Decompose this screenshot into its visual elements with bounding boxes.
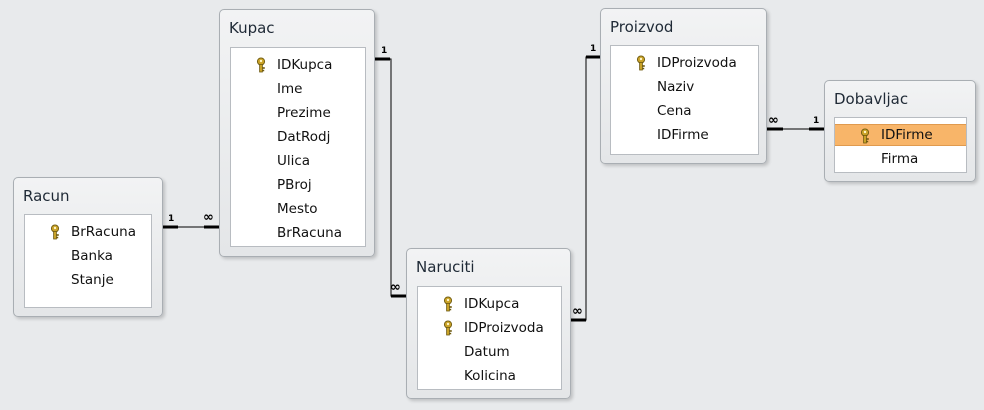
table-title-kupac: Kupac — [229, 19, 275, 37]
field-label: Datum — [464, 344, 510, 360]
field-kupac-brracuna[interactable]: BrRacuna — [231, 222, 365, 244]
primary-key-icon — [255, 57, 267, 73]
field-naruciti-idkupca[interactable]: IDKupca — [418, 293, 561, 315]
cardinality-many-kupac: ∞ — [203, 210, 214, 225]
field-proizvod-cena[interactable]: Cena — [611, 100, 758, 122]
field-racun-banka[interactable]: Banka — [25, 245, 151, 267]
table-title-racun: Racun — [23, 187, 70, 205]
field-label: Ulica — [277, 153, 311, 169]
cardinality-many-naruciti-proizvod: ∞ — [572, 304, 583, 319]
field-label: DatRodj — [277, 129, 331, 145]
field-naruciti-datum[interactable]: Datum — [418, 341, 561, 363]
field-label: IDKupca — [277, 57, 333, 73]
field-label: IDProizvoda — [464, 320, 544, 336]
field-kupac-ulica[interactable]: Ulica — [231, 150, 365, 172]
field-proizvod-naziv[interactable]: Naziv — [611, 76, 758, 98]
field-kupac-mesto[interactable]: Mesto — [231, 198, 365, 220]
cardinality-one-proizvod: 1 — [590, 44, 597, 54]
cardinality-one-racun: 1 — [168, 214, 175, 224]
field-naruciti-idproizvoda[interactable]: IDProizvoda — [418, 317, 561, 339]
field-racun-stanje[interactable]: Stanje — [25, 269, 151, 291]
field-dobavljac-idfirme[interactable]: IDFirme — [835, 124, 966, 146]
field-label: Ime — [277, 81, 303, 97]
field-label: Firma — [881, 151, 919, 167]
field-label: Prezime — [277, 105, 331, 121]
table-title-naruciti: Naruciti — [416, 258, 475, 276]
field-label: Naziv — [657, 79, 695, 95]
field-label: Stanje — [71, 272, 114, 288]
relation-line-proizvod-naruciti — [571, 56, 600, 321]
field-kupac-pbroj[interactable]: PBroj — [231, 174, 365, 196]
primary-key-icon — [442, 296, 454, 312]
field-label: PBroj — [277, 177, 312, 193]
field-label: IDFirme — [881, 127, 933, 143]
cardinality-many-proizvod: ∞ — [768, 113, 779, 128]
table-title-dobavljac: Dobavljac — [834, 90, 909, 108]
table-title-proizvod: Proizvod — [610, 18, 674, 36]
cardinality-many-naruciti-kupac: ∞ — [390, 280, 401, 295]
field-label: IDFirme — [657, 127, 709, 143]
field-label: Cena — [657, 103, 692, 119]
field-label: Banka — [71, 248, 113, 264]
cardinality-one-dobavljac: 1 — [813, 116, 820, 126]
field-racun-brracuna[interactable]: BrRacuna — [25, 221, 151, 243]
field-label: IDProizvoda — [657, 55, 737, 71]
field-kupac-datrodj[interactable]: DatRodj — [231, 126, 365, 148]
primary-key-icon — [635, 55, 647, 71]
cardinality-one-kupac: 1 — [381, 46, 388, 56]
field-label: BrRacuna — [71, 224, 136, 240]
primary-key-icon — [49, 224, 61, 240]
field-naruciti-kolicina[interactable]: Kolicina — [418, 365, 561, 387]
field-dobavljac-firma[interactable]: Firma — [835, 148, 966, 170]
primary-key-icon — [442, 320, 454, 336]
field-kupac-prezime[interactable]: Prezime — [231, 102, 365, 124]
field-label: Mesto — [277, 201, 318, 217]
field-label: IDKupca — [464, 296, 520, 312]
primary-key-icon — [859, 128, 871, 144]
field-label: Kolicina — [464, 368, 516, 384]
field-kupac-idkupca[interactable]: IDKupca — [231, 54, 365, 76]
field-proizvod-idproizvoda[interactable]: IDProizvoda — [611, 52, 758, 74]
field-proizvod-idfirme[interactable]: IDFirme — [611, 124, 758, 146]
relation-line-kupac-naruciti — [375, 58, 406, 297]
field-label: BrRacuna — [277, 225, 342, 241]
field-kupac-ime[interactable]: Ime — [231, 78, 365, 100]
